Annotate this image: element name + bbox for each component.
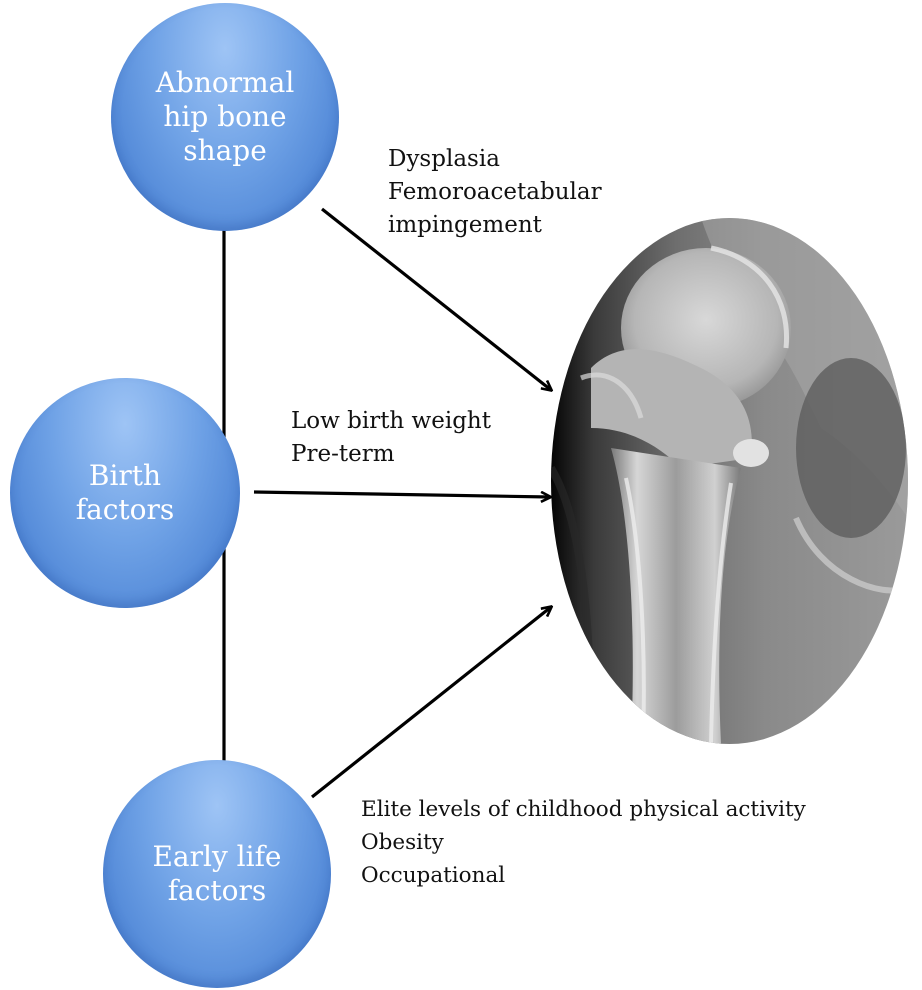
birth-factors-node: Birth factors [10,378,240,608]
factor-occupational: Occupational [361,859,806,892]
factor-pre-term: Pre-term [291,438,491,471]
factor-low-birth-weight: Low birth weight [291,405,491,438]
abnormal-hip-bone-shape-label: Abnormal hip bone shape [156,66,295,168]
factor-femoroacetabular: Femoroacetabular [388,176,602,209]
early-life-factors-node: Early life factors [103,760,331,988]
hip-shape-factor-list: Dysplasia Femoroacetabular impingement [388,143,602,242]
birth-factor-list: Low birth weight Pre-term [291,405,491,471]
arrow-early-to-xray [312,607,551,797]
factor-obesity: Obesity [361,826,806,859]
factor-dysplasia: Dysplasia [388,143,602,176]
birth-factors-label: Birth factors [76,459,175,527]
early-life-factors-label: Early life factors [152,840,281,908]
factor-childhood-physical-activity: Elite levels of childhood physical activ… [361,793,806,826]
factor-impingement: impingement [388,209,602,242]
early-life-factor-list: Elite levels of childhood physical activ… [361,793,806,892]
abnormal-hip-bone-shape-node: Abnormal hip bone shape [111,3,339,231]
hip-xray-image [551,218,908,744]
arrow-birth-to-xray [254,492,550,497]
